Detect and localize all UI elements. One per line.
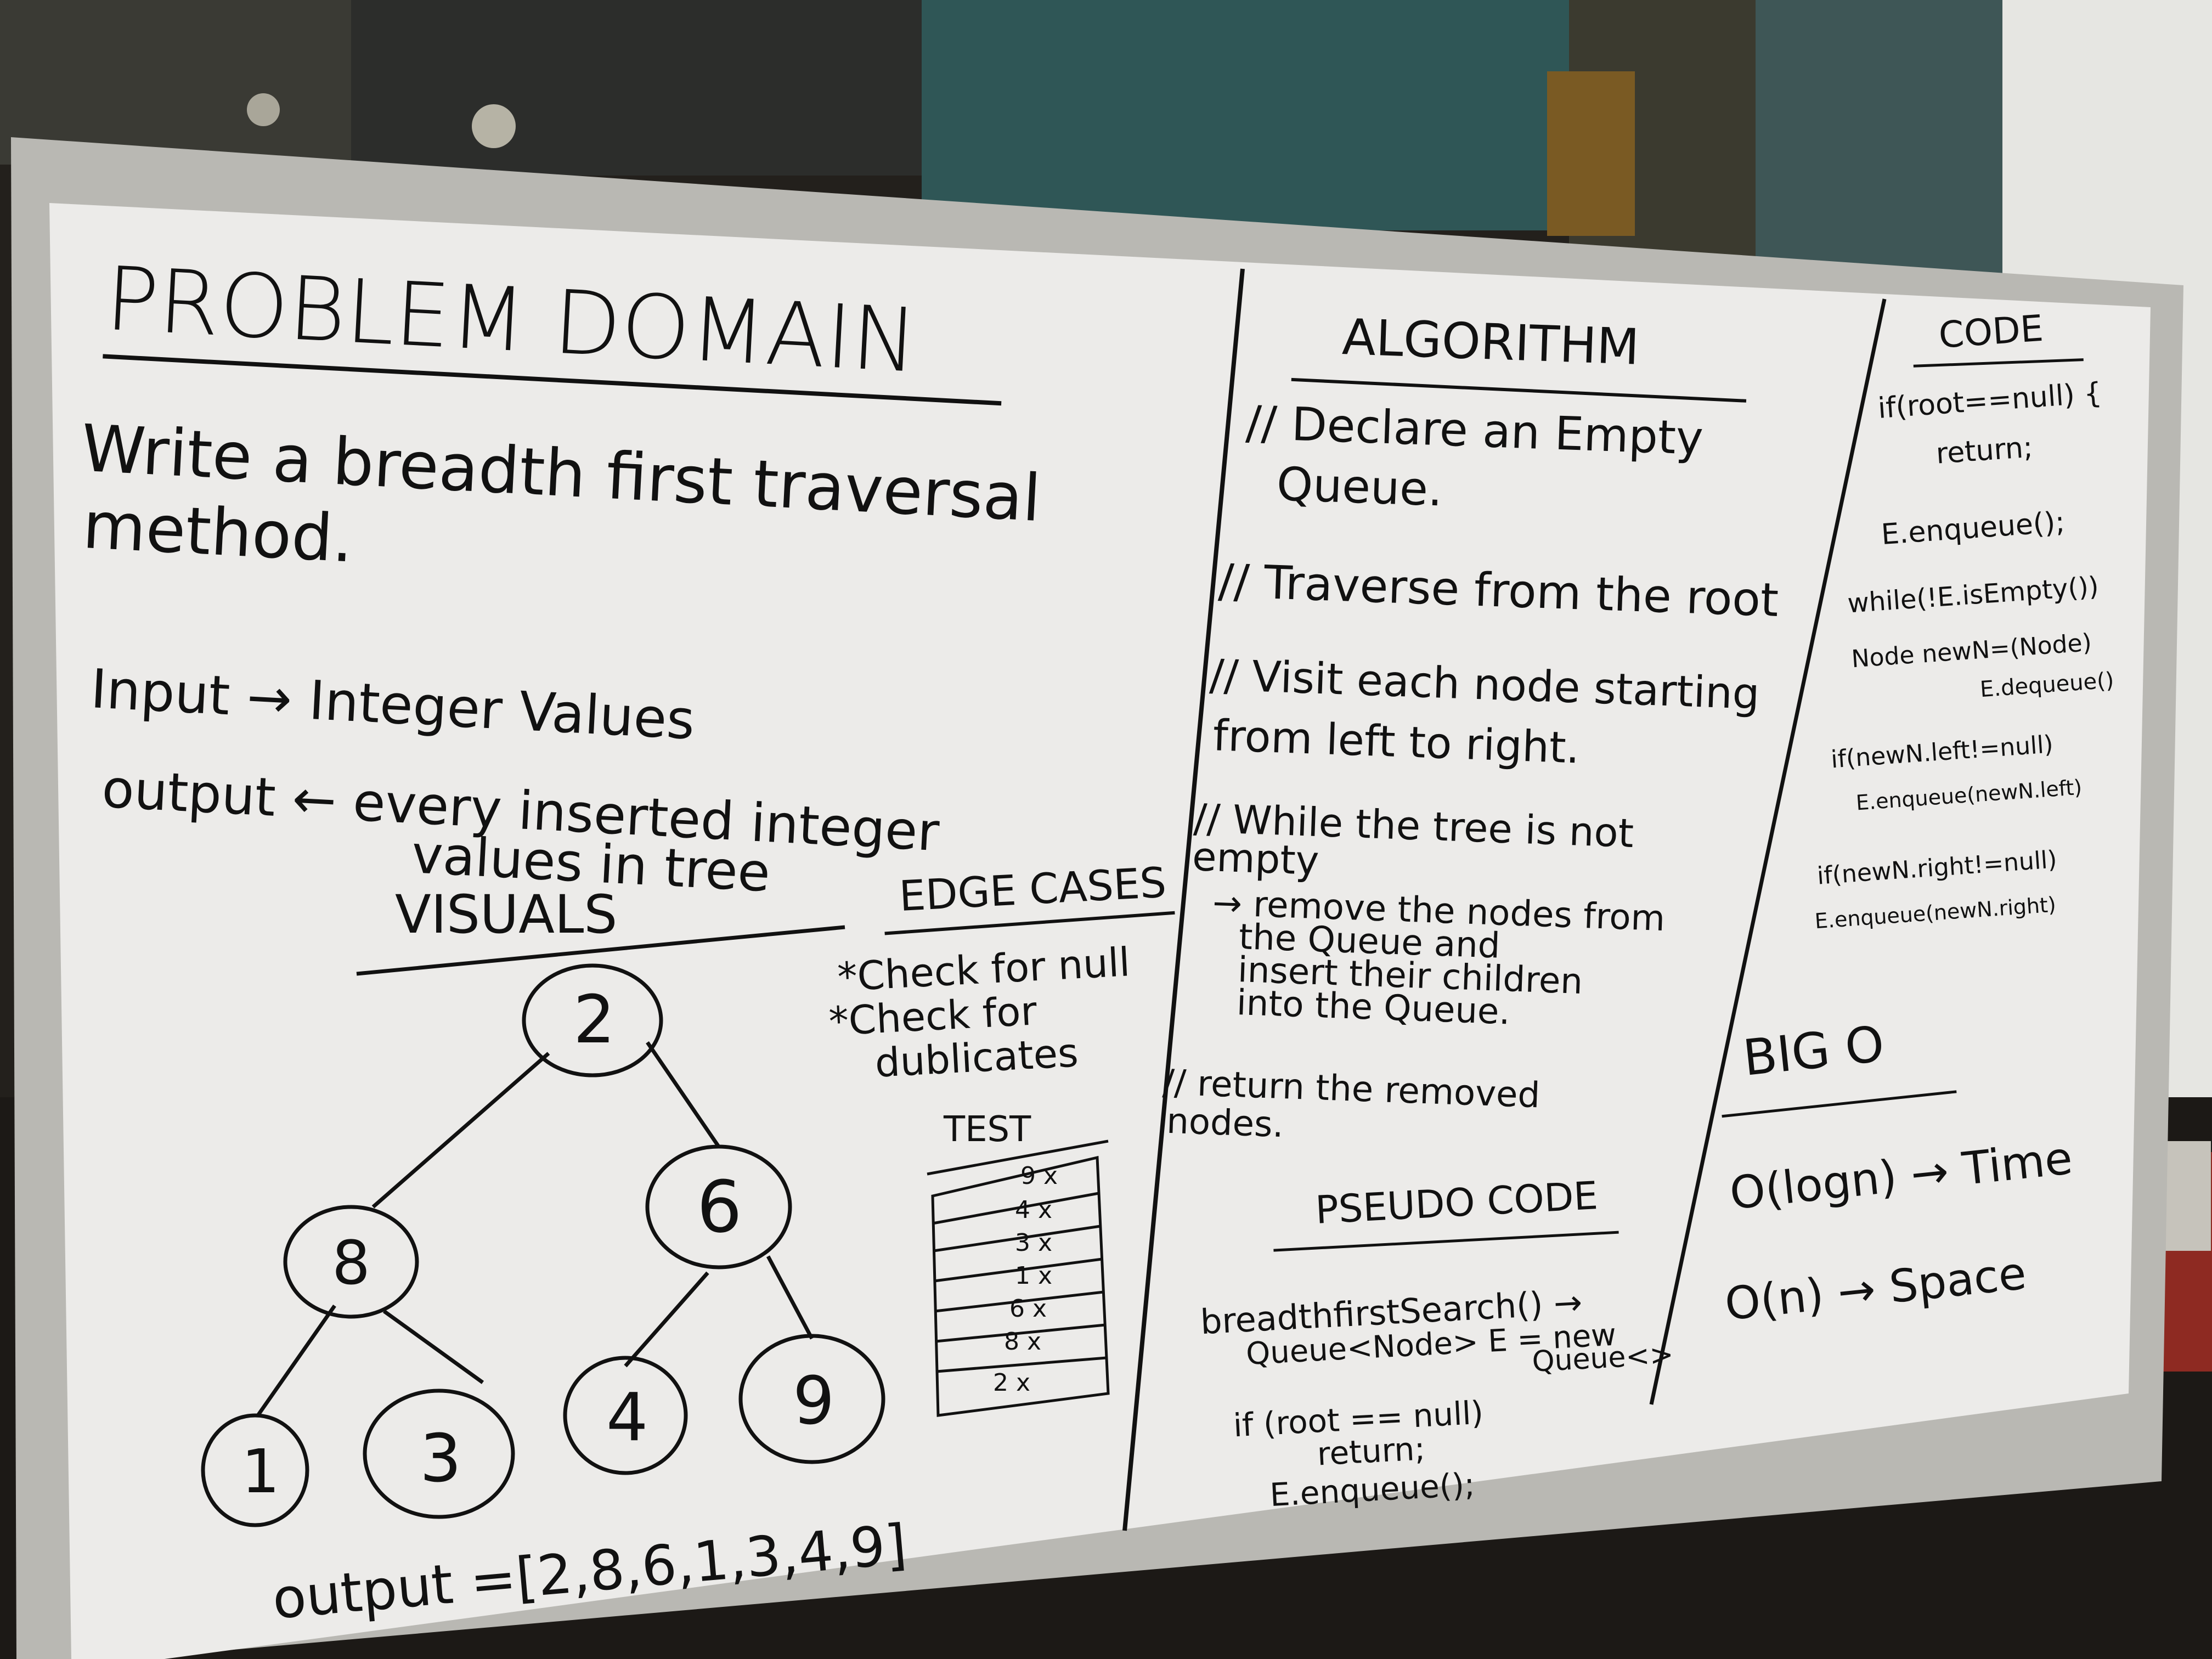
- tree-node-3: 3: [420, 1421, 461, 1497]
- tree-node-4: 4: [606, 1380, 648, 1456]
- divider-right: [1649, 298, 1887, 1405]
- tree-node-8: 8: [332, 1228, 370, 1298]
- test-heading: TEST: [943, 1109, 1031, 1150]
- test-item-1: 1 x: [1015, 1262, 1052, 1290]
- problem-domain-underline: [103, 354, 1002, 406]
- ceiling-light-2: [247, 93, 280, 126]
- tree-node-2: 2: [573, 982, 615, 1058]
- task-line-2: method.: [81, 487, 356, 577]
- algo-line-11: into the Queue.: [1236, 983, 1511, 1032]
- test-item-8: 8 x: [1004, 1328, 1041, 1356]
- teal-wall: [922, 0, 1602, 230]
- ceiling-light: [472, 104, 516, 148]
- kitchen-area: [351, 0, 933, 176]
- tree-node-circles: [201, 963, 885, 1527]
- code-line-2: return;: [1935, 431, 2034, 471]
- pseudo-line-5: return;: [1316, 1430, 1426, 1472]
- pseudo-line-3: Queue<>: [1531, 1338, 1674, 1378]
- big-o-underline: [1722, 1090, 1957, 1118]
- window-area: [0, 0, 351, 165]
- algo-line-7: empty: [1192, 833, 1320, 884]
- test-item-2: 2 x: [993, 1369, 1030, 1397]
- tree-edges: [256, 1041, 814, 1417]
- test-item-4: 4 x: [1015, 1196, 1052, 1224]
- algo-line-13: nodes.: [1166, 1101, 1284, 1146]
- edge-case-2: *Check for: [828, 988, 1039, 1045]
- tree-node-9: 9: [793, 1363, 834, 1440]
- edge-case-3: dublicates: [874, 1029, 1080, 1086]
- test-item-3: 3 x: [1015, 1229, 1052, 1257]
- whiteboard-surface: [49, 203, 2151, 1659]
- algorithm-heading: ALGORITHM: [1341, 308, 1640, 376]
- test-item-9: 9 x: [1020, 1162, 1058, 1190]
- picture-frame: [1547, 71, 1635, 236]
- code-heading: CODE: [1937, 307, 2044, 357]
- test-stack-box: [931, 1155, 1110, 1417]
- tree-node-1: 1: [241, 1436, 280, 1506]
- algo-line-2: Queue.: [1276, 457, 1443, 517]
- pseudo-code-underline: [1273, 1231, 1619, 1252]
- visuals-underline: [356, 925, 845, 976]
- visuals-heading: VISUALS: [395, 884, 617, 945]
- test-item-6: 6 x: [1009, 1295, 1047, 1323]
- tree-node-6: 6: [697, 1165, 742, 1249]
- test-underline: [927, 1139, 1109, 1176]
- code-underline: [1913, 358, 2084, 368]
- algo-line-9: the Queue and: [1238, 917, 1501, 967]
- algorithm-underline: [1291, 377, 1747, 403]
- edge-cases-underline: [884, 911, 1175, 935]
- divider-left: [1122, 268, 1245, 1531]
